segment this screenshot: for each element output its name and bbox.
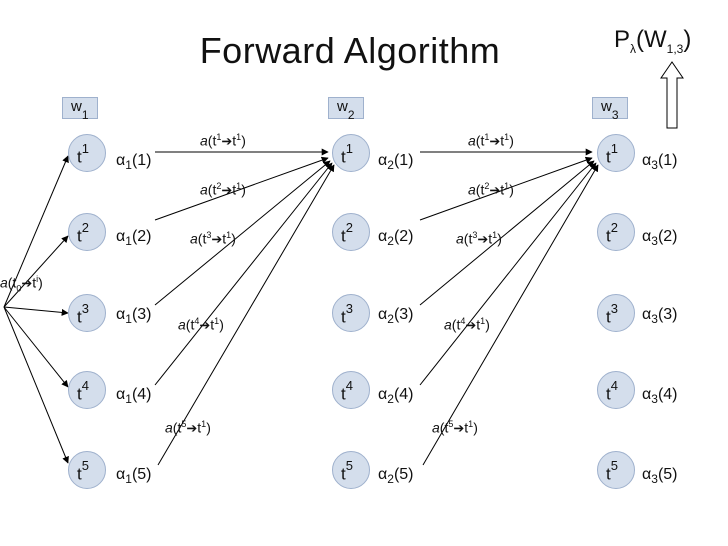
trans-1-arrow-3 (154, 160, 331, 306)
hollow-up-arrow (660, 61, 684, 129)
alpha-1-2: α1(2) (116, 228, 152, 249)
node-col2-t3: t3 (332, 294, 370, 332)
alpha-1-5: α1(5) (116, 466, 152, 487)
node-col1-t2: t2 (68, 213, 106, 251)
probability-label: Pλ(W1,3) (614, 26, 692, 56)
alpha-1-1: α1(1) (116, 152, 152, 173)
trans-1-label-5: a(t5➔t1) (165, 419, 211, 436)
alpha-3-5: α3(5) (642, 466, 678, 487)
node-label: t5 (606, 458, 618, 484)
init-arrow-t4 (3, 306, 69, 388)
node-col3-t1: t1 (597, 134, 635, 172)
node-label: t2 (341, 220, 353, 246)
trans-2-label-3: a(t3➔t1) (456, 230, 502, 247)
trans-1-label-3: a(t3➔t1) (190, 230, 236, 247)
trans-1-label-2: a(t2➔t1) (200, 181, 246, 198)
initial-arrows (3, 155, 69, 464)
node-label: t1 (606, 141, 618, 167)
node-col1-t5: t5 (68, 451, 106, 489)
node-col2-t4: t4 (332, 371, 370, 409)
node-label: t2 (606, 220, 618, 246)
node-col3-t5: t5 (597, 451, 635, 489)
word-box-3: w3 (592, 97, 628, 122)
node-label: t1 (77, 141, 89, 167)
node-label: t4 (77, 378, 89, 404)
alpha-3-4: α3(4) (642, 386, 678, 407)
node-label: t4 (606, 378, 618, 404)
node-label: t1 (341, 141, 353, 167)
page-title: Forward Algorithm (199, 30, 501, 71)
alpha-3-1: α3(1) (642, 152, 678, 173)
alpha-2-1: α2(1) (378, 152, 414, 173)
trans-1-arrow-2 (154, 156, 329, 221)
node-label: t5 (341, 458, 353, 484)
trans-2-arrow-3 (419, 160, 595, 306)
alpha-3-2: α3(2) (642, 228, 678, 249)
node-col3-t2: t2 (597, 213, 635, 251)
trans-1-label-1: a(t1➔t1) (200, 132, 246, 149)
trans-2-label-4: a(t4➔t1) (444, 316, 490, 333)
init-arrow-t3 (3, 306, 69, 316)
init-arrow-t5 (3, 306, 69, 464)
trans-2-label-2: a(t2➔t1) (468, 181, 514, 198)
transitions-col2 (419, 148, 599, 466)
node-label: t4 (341, 378, 353, 404)
alpha-2-5: α2(5) (378, 466, 414, 487)
trans-2-arrow-5 (422, 164, 599, 466)
initial-transition-label: a(t0➔ti) (0, 274, 43, 294)
alpha-2-3: α2(3) (378, 306, 414, 327)
node-label: t3 (606, 301, 618, 327)
trans-2-arrow-2 (419, 156, 593, 221)
alpha-3-3: α3(3) (642, 306, 678, 327)
alpha-1-3: α1(3) (116, 306, 152, 327)
node-col2-t1: t1 (332, 134, 370, 172)
word-box-2: w2 (328, 97, 364, 122)
node-col1-t3: t3 (68, 294, 106, 332)
trans-2-label-5: a(t5➔t1) (432, 419, 478, 436)
node-col2-t2: t2 (332, 213, 370, 251)
node-col3-t3: t3 (597, 294, 635, 332)
node-col1-t1: t1 (68, 134, 106, 172)
trans-1-label-4: a(t4➔t1) (178, 316, 224, 333)
trans-1-arrow-5 (157, 164, 335, 466)
transitions-col1 (154, 148, 335, 466)
alpha-1-4: α1(4) (116, 386, 152, 407)
node-col3-t4: t4 (597, 371, 635, 409)
node-label: t3 (77, 301, 89, 327)
node-col1-t4: t4 (68, 371, 106, 409)
node-col2-t5: t5 (332, 451, 370, 489)
trans-2-arrow-4 (419, 162, 597, 386)
word-box-1: w1 (62, 97, 98, 122)
node-label: t5 (77, 458, 89, 484)
trans-2-label-1: a(t1➔t1) (468, 132, 514, 149)
alpha-2-2: α2(2) (378, 228, 414, 249)
trans-1-arrow-4 (154, 162, 333, 386)
node-label: t2 (77, 220, 89, 246)
node-label: t3 (341, 301, 353, 327)
init-arrow-t1 (3, 155, 69, 308)
alpha-2-4: α2(4) (378, 386, 414, 407)
init-arrow-t2 (3, 235, 69, 308)
